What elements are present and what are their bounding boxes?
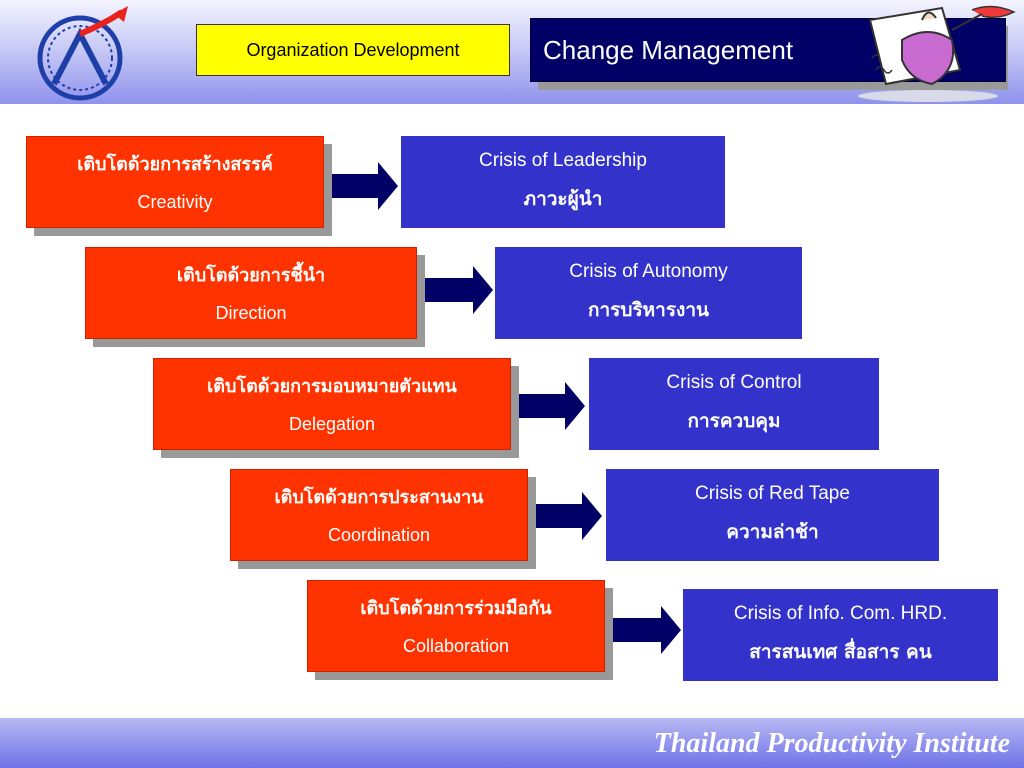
crisis-thai-label: ความล่าช้า <box>726 521 819 543</box>
crisis-control: Crisis of Control การควบคุม <box>589 358 879 450</box>
arrow-right-icon <box>519 382 585 430</box>
stage-english-label: Coordination <box>327 525 431 545</box>
crisis-english-label: Crisis of Autonomy <box>569 261 728 282</box>
stage-thai-label: เติบโตด้วยการประสานงาน <box>274 487 484 508</box>
growth-stage-coordination: เติบโตด้วยการประสานงาน Coordination <box>230 469 528 561</box>
arrow-right-icon <box>332 162 398 210</box>
crisis-red-tape: Crisis of Red Tape ความล่าช้า <box>606 469 939 561</box>
stage-thai-label: เติบโตด้วยการชี้นำ <box>176 265 326 286</box>
arrow-right-icon <box>425 266 493 314</box>
growth-stage-creativity: เติบโตด้วยการสร้างสรรค์ Creativity <box>26 136 324 228</box>
organization-development-label: Organization Development <box>196 24 510 76</box>
crisis-autonomy: Crisis of Autonomy การบริหารงาน <box>495 247 802 339</box>
stage-thai-label: เติบโตด้วยการสร้างสรรค์ <box>77 154 273 175</box>
arrow-right-icon <box>536 492 602 540</box>
crisis-thai-label: การบริหารงาน <box>588 299 709 321</box>
stage-thai-label: เติบโตด้วยการร่วมมือกัน <box>360 598 552 619</box>
stage-english-label: Creativity <box>137 192 213 212</box>
header-banner: Organization Development Change Manageme… <box>0 0 1024 104</box>
crisis-info-com-hrd: Crisis of Info. Com. HRD. สารสนเทศ สื่อส… <box>683 589 998 681</box>
growth-stage-direction: เติบโตด้วยการชี้นำ Direction <box>85 247 417 339</box>
crisis-thai-label: การควบคุม <box>687 410 781 432</box>
crisis-thai-label: สารสนเทศ สื่อสาร คน <box>749 641 932 663</box>
stage-english-label: Direction <box>215 303 287 323</box>
stage-english-label: Delegation <box>288 414 376 434</box>
crisis-english-label: Crisis of Info. Com. HRD. <box>733 603 948 624</box>
arrow-right-icon <box>613 606 681 654</box>
crisis-english-label: Crisis of Control <box>666 372 802 393</box>
growth-stage-delegation: เติบโตด้วยการมอบหมายตัวแทน Delegation <box>153 358 511 450</box>
crisis-english-label: Crisis of Leadership <box>479 150 647 171</box>
crisis-english-label: Crisis of Red Tape <box>695 483 850 504</box>
footer-institute-name: Thailand Productivity Institute <box>653 728 1010 759</box>
stage-thai-label: เติบโตด้วยการมอบหมายตัวแทน <box>207 376 457 397</box>
stage-english-label: Collaboration <box>402 636 510 656</box>
institute-logo-icon <box>37 6 128 101</box>
footer-banner: Thailand Productivity Institute <box>0 718 1024 768</box>
crisis-thai-label: ภาวะผู้นำ <box>523 188 603 210</box>
crisis-leadership: Crisis of Leadership ภาวะผู้นำ <box>401 136 725 228</box>
stressed-person-clipart-icon <box>858 5 1016 102</box>
growth-stage-collaboration: เติบโตด้วยการร่วมมือกัน Collaboration <box>307 580 605 672</box>
